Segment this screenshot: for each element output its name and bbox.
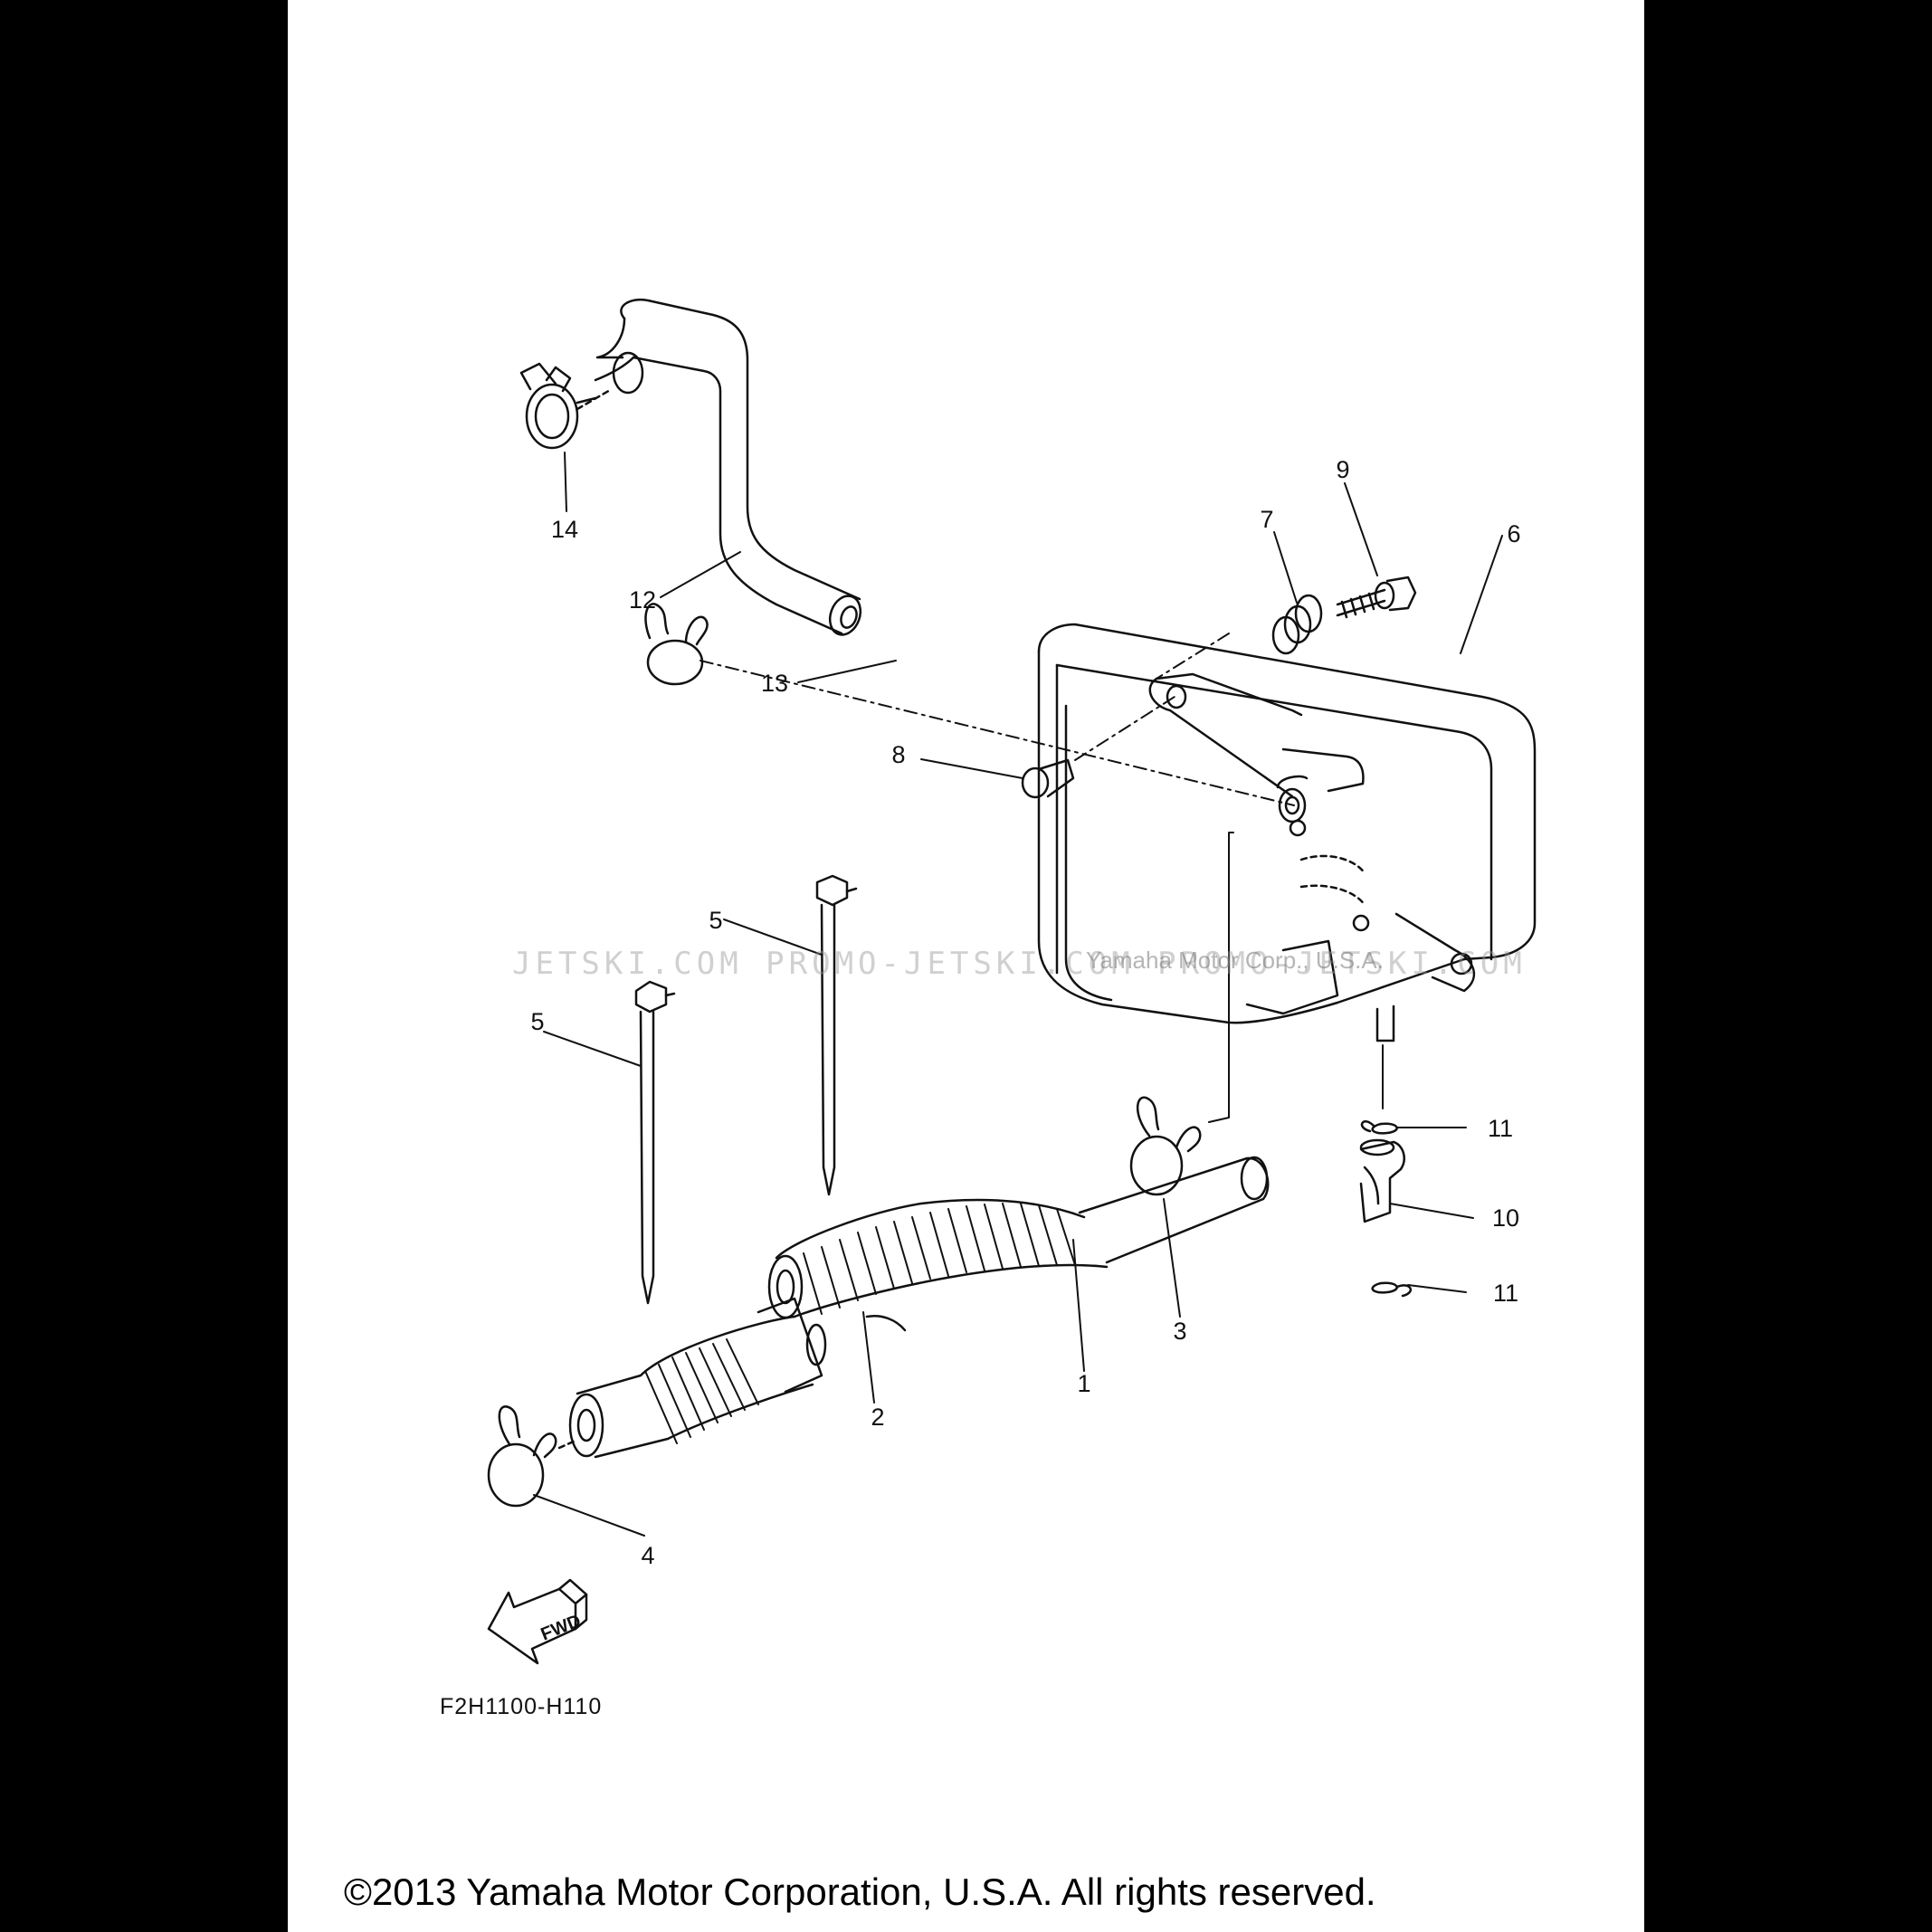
callout-11-upper: 11 [1488, 1115, 1513, 1142]
small-hose [1359, 1138, 1405, 1223]
fwd-arrow-icon [487, 1578, 588, 1665]
callout-8: 8 [891, 741, 905, 768]
corrugated-hose [767, 1156, 1270, 1332]
diagram-sheet: 1 2 3 4 5 5 6 7 8 9 10 11 11 12 13 14 FW… [288, 0, 1644, 1932]
spring-clip-13 [644, 603, 709, 686]
bellows-hose [568, 1297, 827, 1459]
callout-6: 6 [1507, 520, 1520, 547]
callout-5-left: 5 [530, 1008, 544, 1035]
callout-3: 3 [1173, 1318, 1186, 1345]
upper-hose [594, 298, 862, 636]
muffler-tank [1037, 623, 1537, 1042]
spring-clip-3 [1129, 1096, 1202, 1196]
reference-code: F2H1100-H110 [440, 1694, 603, 1719]
callout-13: 13 [761, 670, 788, 697]
collar [1021, 758, 1075, 799]
callout-14: 14 [551, 516, 578, 543]
cable-tie-left [634, 980, 676, 1305]
callout-5-right: 5 [709, 907, 722, 934]
watermark-inner: Yamaha Motor Corp., U.S.A. [1086, 947, 1384, 974]
bolt [1336, 576, 1417, 619]
parts-diagram: 1 2 3 4 5 5 6 7 8 9 10 11 11 12 13 14 FW… [487, 298, 1537, 1665]
callout-10: 10 [1492, 1204, 1519, 1232]
hose-clamp-upper [519, 362, 614, 450]
cable-tie-right [815, 874, 858, 1196]
callout-2: 2 [871, 1404, 884, 1431]
callout-7: 7 [1260, 506, 1273, 533]
copyright-notice: ©2013 Yamaha Motor Corporation, U.S.A. A… [344, 1870, 1376, 1913]
callout-1: 1 [1077, 1370, 1090, 1397]
callout-9: 9 [1336, 456, 1349, 483]
callout-11-lower: 11 [1493, 1280, 1518, 1307]
spring-clip-4 [487, 1405, 577, 1508]
watermark: JETSKI.COM PROMO-JETSKI.COM PROMO-JETSKI… [512, 946, 1527, 982]
grommet [1271, 594, 1323, 655]
clip-11-upper [1360, 1120, 1398, 1135]
fwd-label: FWD [538, 1611, 584, 1644]
callout-12: 12 [629, 586, 656, 614]
clip-11-lower [1371, 1281, 1413, 1298]
callout-4: 4 [641, 1542, 654, 1569]
